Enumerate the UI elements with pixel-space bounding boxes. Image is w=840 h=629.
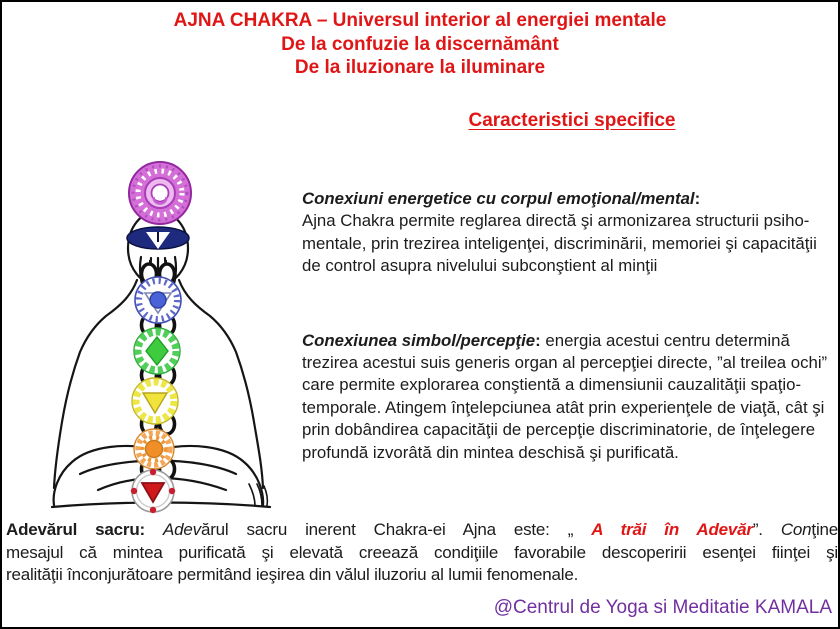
manipura-solar-icon xyxy=(131,377,179,425)
meditating-figure-icon xyxy=(50,161,272,514)
sacred-line-2: mesajul că mintea purificată şi elevată … xyxy=(6,542,838,562)
symbol-heading: Conexiunea simbol/percepţie xyxy=(302,330,536,350)
symbol-body: energia acestui centru determină trezire… xyxy=(302,330,828,462)
svadhisthana-sacral-icon xyxy=(133,428,175,470)
title-line-1: AJNA CHAKRA – Universul interior al ener… xyxy=(173,10,667,31)
subtitle-wrap: Caracteristici specifice xyxy=(302,110,838,132)
characteristics-column: Conexiuni energetice cu corpul emoţional… xyxy=(302,188,838,464)
sacred-italic-fragment: Adev xyxy=(163,520,201,539)
sacred-con-italic: Con xyxy=(780,520,812,539)
title-line-3: De la iluzionare la iluminare xyxy=(294,57,546,78)
sacred-after-highlight: ”. xyxy=(752,520,781,539)
sacred-lead: Adevărul sacru: xyxy=(6,520,145,539)
sacred-line-3: realităţii înconjurătoare permitând ieşi… xyxy=(6,565,579,585)
energetic-colon: : xyxy=(694,189,701,208)
subtitle-heading: Caracteristici specifice xyxy=(468,110,676,131)
credit-text: @Centrul de Yoga si Meditatie KAMALA xyxy=(493,597,832,618)
sacred-con-rest: ţine xyxy=(811,520,839,539)
page-title: AJNA CHAKRA – Universul interior al ener… xyxy=(2,9,838,80)
anahata-heart-icon xyxy=(133,327,181,375)
section-energetic: Conexiuni energetice cu corpul emoţional… xyxy=(302,188,838,278)
chakra-figure-image xyxy=(42,152,292,522)
symbol-colon: : xyxy=(535,330,541,350)
vishuddha-throat-icon xyxy=(134,276,182,324)
title-line-2: De la confuzie la discernământ xyxy=(281,33,559,55)
section-sacred-truth: Adevărul sacru: Adevărul sacru inerent C… xyxy=(6,519,838,587)
energetic-body: Ajna Chakra permite reglarea directă şi … xyxy=(302,211,817,276)
sacred-regular-fragment: ărul sacru inerent Chakra-ei Ajna este: … xyxy=(200,520,592,539)
energetic-heading: Conexiuni energetice cu corpul emoţional… xyxy=(302,189,695,208)
sacred-line-1: Adevărul sacru: Adevărul sacru inerent C… xyxy=(6,519,838,542)
section-symbol: Conexiunea simbol/percepţie: energia ace… xyxy=(302,330,838,464)
sahasrara-crown-icon xyxy=(128,161,192,225)
muladhara-root-icon xyxy=(130,468,176,514)
ajna-third-eye-icon xyxy=(126,226,190,250)
footer-credit: @Centrul de Yoga si Meditatie KAMALA xyxy=(494,597,832,619)
sacred-highlight: A trăi în Adevăr xyxy=(591,520,753,539)
